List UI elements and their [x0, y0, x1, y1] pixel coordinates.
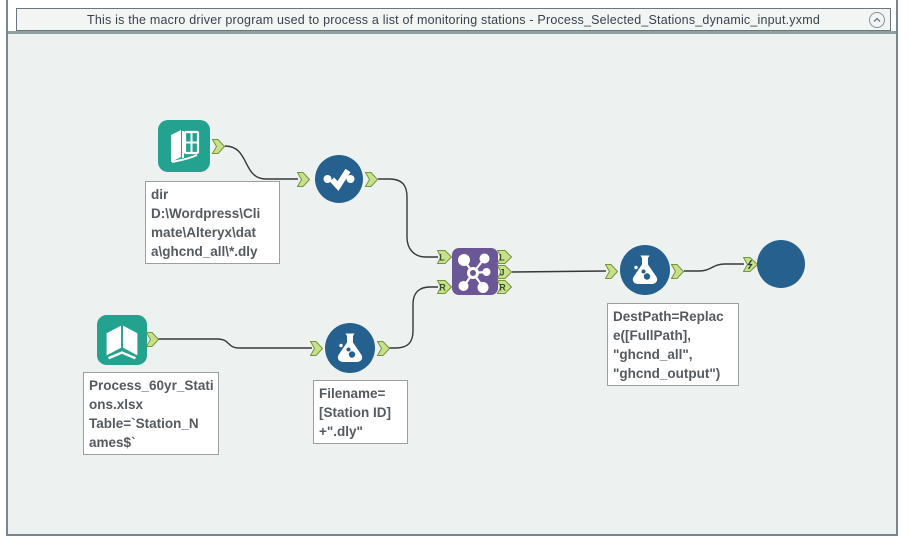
svg-text:J: J	[499, 268, 504, 278]
tool-formula-destpath[interactable]	[620, 245, 670, 295]
anchor-output-formula-filename[interactable]	[377, 341, 390, 356]
tool-input-directory[interactable]	[158, 120, 210, 172]
anchor-input-check[interactable]	[297, 172, 310, 187]
anchor-output-input-directory[interactable]	[212, 139, 225, 154]
workflow-title: This is the macro driver program used to…	[87, 12, 820, 27]
svg-text:R: R	[439, 283, 446, 293]
annotation-input-directory[interactable]: dir D:\Wordpress\Cli mate\Alteryx\dat a\…	[145, 181, 280, 264]
workflow-titlebar: This is the macro driver program used to…	[16, 8, 891, 31]
tool-join[interactable]	[452, 248, 498, 295]
annotation-input-stations[interactable]: Process_60yr_Stati ons.xlsx Table=`Stati…	[83, 372, 219, 455]
tool-checkmark[interactable]	[315, 155, 363, 203]
formula-flask-icon	[325, 323, 375, 373]
anchor-input-formula-destpath[interactable]	[605, 264, 618, 279]
anchor-join-output-R[interactable]: R	[497, 280, 512, 294]
anchor-output-formula-destpath[interactable]	[671, 264, 684, 279]
anchor-output-input-stations[interactable]	[146, 332, 159, 347]
anchor-input-formula-filename[interactable]	[310, 341, 323, 356]
svg-text:L: L	[439, 253, 445, 263]
checkmark-icon	[315, 155, 363, 203]
anchor-join-output-J[interactable]: J	[497, 265, 512, 279]
anchor-join-input-R[interactable]: R	[437, 280, 452, 294]
titlebar-divider	[8, 31, 896, 34]
tool-formula-filename[interactable]	[325, 323, 375, 373]
anchor-macro-question-input[interactable]	[743, 257, 758, 272]
chevron-up-icon	[873, 17, 881, 22]
input-data-book-icon	[97, 315, 147, 365]
collapse-button[interactable]	[869, 12, 885, 28]
tool-macro-output[interactable]	[757, 240, 805, 288]
macro-circle-icon	[757, 240, 805, 288]
input-data-book-icon	[158, 120, 210, 172]
join-network-icon	[452, 248, 498, 295]
tool-input-stations[interactable]	[97, 315, 147, 365]
annotation-formula-filename[interactable]: Filename= [Station ID] +".dly"	[313, 380, 408, 444]
svg-text:L: L	[499, 253, 505, 263]
anchor-join-output-L[interactable]: L	[497, 250, 512, 264]
annotation-formula-destpath[interactable]: DestPath=Replac e([FullPath], "ghcnd_all…	[607, 303, 739, 386]
lightning-icon	[747, 259, 753, 270]
svg-text:R: R	[499, 283, 506, 293]
anchor-join-input-L[interactable]: L	[437, 250, 452, 264]
formula-flask-icon	[620, 245, 670, 295]
anchor-output-check[interactable]	[365, 172, 378, 187]
